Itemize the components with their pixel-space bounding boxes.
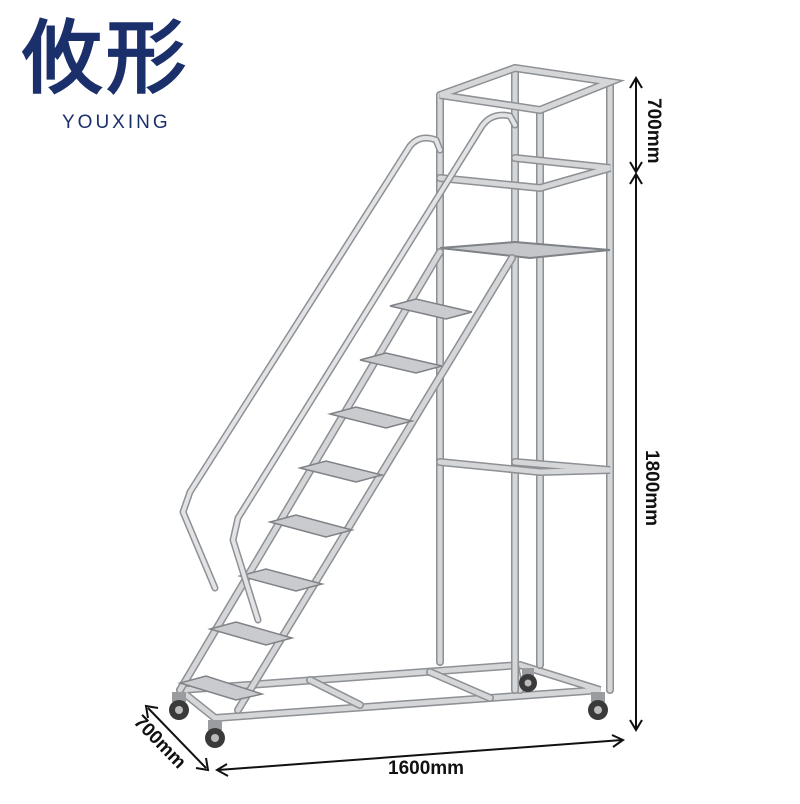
- caster-wheel: [205, 720, 225, 748]
- dimension-lines: [144, 76, 643, 777]
- handrails: [179, 111, 519, 624]
- caster-wheel: [588, 692, 608, 720]
- dimension-label-top-height: 700mm: [643, 98, 664, 164]
- dimension-label-main-height: 1800mm: [641, 450, 662, 527]
- stair-stringers: [176, 248, 516, 714]
- brand-logo-english: YOUXING: [62, 112, 171, 133]
- dimension-label-length: 1600mm: [388, 758, 465, 779]
- caster-wheels: [169, 668, 608, 748]
- tower-frame: [436, 63, 626, 694]
- caster-wheel: [519, 668, 537, 692]
- caster-wheel: [169, 692, 189, 720]
- base-frame: [176, 660, 602, 723]
- brand-logo-chinese: 攸形: [22, 11, 190, 105]
- top-platform: [439, 240, 611, 260]
- stair-steps: [177, 298, 473, 701]
